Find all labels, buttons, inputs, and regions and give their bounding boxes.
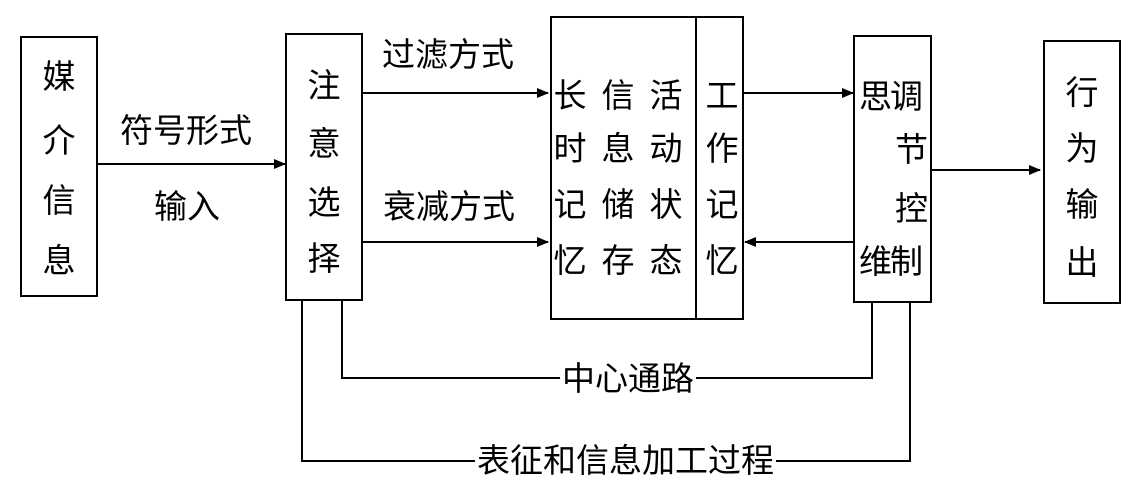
memory-cell-r1c3: 活 <box>649 76 683 115</box>
label-filter-mode: 过滤方式 <box>382 35 514 74</box>
output-char-4: 出 <box>1065 243 1099 282</box>
media-char-2: 介 <box>42 121 76 160</box>
label-decay-mode: 衰减方式 <box>383 187 515 226</box>
working-memory-char-4: 忆 <box>705 241 739 280</box>
working-memory-divider <box>695 18 697 318</box>
media-char-3: 信 <box>42 181 76 220</box>
output-char-3: 输 <box>1065 185 1099 224</box>
thinking-regulation-box: 思调 节 控 维制 <box>853 35 932 303</box>
media-char-1: 媒 <box>42 57 76 96</box>
output-char-1: 行 <box>1065 73 1099 112</box>
regulation-text-top: 思调 <box>859 77 923 116</box>
memory-cell-r2c3: 动 <box>649 129 683 168</box>
media-char-4: 息 <box>42 241 76 280</box>
regulation-text-jie: 节 <box>895 130 928 169</box>
output-char-2: 为 <box>1065 129 1099 168</box>
media-info-box: 媒 介 信 息 <box>20 36 98 297</box>
working-memory-char-3: 记 <box>705 185 739 224</box>
working-memory-char-2: 作 <box>705 129 739 168</box>
memory-cell-r1c1: 长 <box>553 76 587 115</box>
memory-cell-r3c3: 状 <box>649 185 683 224</box>
behavior-output-box: 行 为 输 出 <box>1043 40 1121 304</box>
memory-cell-r4c3: 态 <box>649 241 683 280</box>
attention-char-1: 注 <box>307 66 341 105</box>
attention-char-2: 意 <box>307 124 341 163</box>
label-input: 输入 <box>154 187 220 226</box>
memory-cell-r4c2: 存 <box>601 241 635 280</box>
memory-cell-r3c1: 记 <box>553 185 587 224</box>
memory-cell-r4c1: 忆 <box>553 241 587 280</box>
attention-selection-box: 注 意 选 择 <box>285 33 363 301</box>
regulation-text-kong: 控 <box>895 189 928 228</box>
label-symbol-form: 符号形式 <box>120 111 252 150</box>
working-memory-char-1: 工 <box>705 76 739 115</box>
long-term-memory-box: 长 信 活 时 息 动 记 储 状 忆 存 态 工 作 记 忆 <box>550 16 744 320</box>
attention-char-3: 选 <box>307 183 341 222</box>
memory-cell-r2c1: 时 <box>553 129 587 168</box>
regulation-text-bottom: 维制 <box>859 242 923 281</box>
memory-cell-r1c2: 信 <box>601 76 635 115</box>
label-representation-process: 表征和信息加工过程 <box>475 441 776 480</box>
memory-cell-r3c2: 储 <box>601 185 635 224</box>
memory-cell-r2c2: 息 <box>601 129 635 168</box>
label-central-path: 中心通路 <box>560 359 696 398</box>
attention-char-4: 择 <box>307 239 341 278</box>
